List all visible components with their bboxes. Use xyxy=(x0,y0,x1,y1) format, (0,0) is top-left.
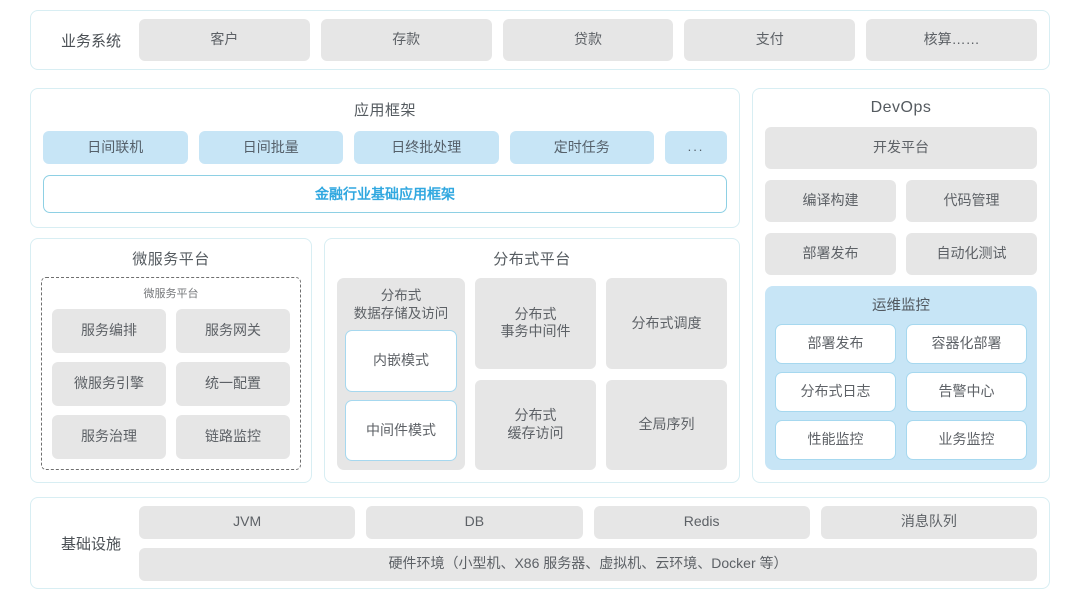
devops-panel: DevOps 开发平台 编译构建 代码管理 部署发布 自动化测试 运维监控 部署… xyxy=(752,88,1050,483)
application-framework-panel: 应用框架 日间联机 日间批量 日终批处理 定时任务 ... 金融行业基础应用框架 xyxy=(30,88,740,228)
lower-platform-row: 微服务平台 微服务平台 服务编排 服务网关 微服务引擎 统一配置 服务治理 链路… xyxy=(30,238,740,483)
framework-chip-daytime-batch[interactable]: 日间批量 xyxy=(198,131,343,164)
business-system-accounting[interactable]: 核算…… xyxy=(866,19,1037,61)
microservice-dashed-group: 微服务平台 服务编排 服务网关 微服务引擎 统一配置 服务治理 链路监控 xyxy=(41,277,301,470)
devops-pair-row-2: 部署发布 自动化测试 xyxy=(765,233,1037,275)
dist-card-0-line1: 分布式 xyxy=(514,305,557,322)
devops-item-deploy-release[interactable]: 部署发布 xyxy=(765,233,896,275)
ops-monitoring-grid: 部署发布 容器化部署 分布式日志 告警中心 性能监控 业务监控 xyxy=(775,324,1027,460)
microservice-item-tracing[interactable]: 链路监控 xyxy=(176,415,290,459)
microservice-item-gateway[interactable]: 服务网关 xyxy=(176,309,290,353)
business-system-payment[interactable]: 支付 xyxy=(684,19,856,61)
infrastructure-body: JVM DB Redis 消息队列 硬件环境（小型机、X86 服务器、虚拟机、云… xyxy=(139,505,1037,581)
microservice-item-governance[interactable]: 服务治理 xyxy=(52,415,166,459)
storage-title-line1: 分布式 xyxy=(380,288,422,303)
framework-chip-daytime-online[interactable]: 日间联机 xyxy=(43,131,188,164)
microservice-item-unified-config[interactable]: 统一配置 xyxy=(176,362,290,406)
infrastructure-item-message-queue[interactable]: 消息队列 xyxy=(820,505,1037,539)
infrastructure-panel: 基础设施 JVM DB Redis 消息队列 硬件环境（小型机、X86 服务器、… xyxy=(30,497,1050,589)
distributed-card-transaction-middleware[interactable]: 分布式 事务中间件 xyxy=(475,278,596,369)
distributed-data-storage-title: 分布式 数据存储及访问 xyxy=(345,287,457,322)
storage-mode-middleware[interactable]: 中间件模式 xyxy=(345,399,457,461)
ops-item-alert-center[interactable]: 告警中心 xyxy=(906,372,1027,412)
dist-card-0-line2: 事务中间件 xyxy=(500,323,571,340)
microservice-platform-title: 微服务平台 xyxy=(132,251,210,268)
distributed-data-storage-card[interactable]: 分布式 数据存储及访问 内嵌模式 中间件模式 xyxy=(337,278,465,470)
infrastructure-item-jvm[interactable]: JVM xyxy=(139,505,356,539)
business-systems-chip-row: 客户 存款 贷款 支付 核算…… xyxy=(139,19,1037,61)
infrastructure-item-redis[interactable]: Redis xyxy=(593,505,810,539)
application-framework-title: 应用框架 xyxy=(353,102,416,119)
infrastructure-item-db[interactable]: DB xyxy=(366,505,583,539)
devops-item-automated-testing[interactable]: 自动化测试 xyxy=(906,233,1037,275)
devops-title: DevOps xyxy=(870,99,932,116)
middle-section: 应用框架 日间联机 日间批量 日终批处理 定时任务 ... 金融行业基础应用框架… xyxy=(30,88,1050,483)
devops-column: DevOps 开发平台 编译构建 代码管理 部署发布 自动化测试 运维监控 部署… xyxy=(752,88,1050,483)
financial-base-framework-bar[interactable]: 金融行业基础应用框架 xyxy=(43,175,727,213)
distributed-card-cache-access[interactable]: 分布式 缓存访问 xyxy=(475,379,596,470)
distributed-card-global-sequence[interactable]: 全局序列 xyxy=(606,379,727,470)
framework-chip-more[interactable]: ... xyxy=(665,131,727,164)
devops-item-build[interactable]: 编译构建 xyxy=(765,180,896,222)
devops-item-dev-platform[interactable]: 开发平台 xyxy=(765,127,1037,169)
distributed-card-scheduling[interactable]: 分布式调度 xyxy=(606,278,727,369)
distributed-platform-body: 分布式 数据存储及访问 内嵌模式 中间件模式 分布式 事务中间件 xyxy=(337,278,727,470)
ops-monitoring-panel: 运维监控 部署发布 容器化部署 分布式日志 告警中心 性能监控 业务监控 xyxy=(765,286,1037,470)
storage-title-line2: 数据存储及访问 xyxy=(353,305,449,321)
storage-mode-embedded[interactable]: 内嵌模式 xyxy=(345,330,457,392)
devops-pair-row-1: 编译构建 代码管理 xyxy=(765,180,1037,222)
microservice-inner-title: 微服务平台 xyxy=(143,288,199,300)
ops-item-containerized-deploy[interactable]: 容器化部署 xyxy=(906,324,1027,364)
business-system-customer[interactable]: 客户 xyxy=(139,19,310,61)
ops-item-deploy-release[interactable]: 部署发布 xyxy=(775,324,896,364)
ops-item-distributed-logging[interactable]: 分布式日志 xyxy=(775,372,896,412)
microservice-item-engine[interactable]: 微服务引擎 xyxy=(52,362,166,406)
distributed-card-grid: 分布式 事务中间件 分布式调度 分布式 缓存访问 xyxy=(475,278,727,470)
infrastructure-label: 基础设施 xyxy=(60,535,121,553)
dist-card-2-line1: 分布式 xyxy=(514,407,557,424)
distributed-platform-panel: 分布式平台 分布式 数据存储及访问 内嵌模式 中间件模式 xyxy=(324,238,740,483)
middle-left-column: 应用框架 日间联机 日间批量 日终批处理 定时任务 ... 金融行业基础应用框架… xyxy=(30,88,740,483)
business-system-deposit[interactable]: 存款 xyxy=(320,19,492,61)
business-systems-label: 业务系统 xyxy=(60,32,121,50)
dist-card-2-line2: 缓存访问 xyxy=(507,424,564,441)
framework-chip-eod-batch[interactable]: 日终批处理 xyxy=(354,131,499,164)
ops-item-business-monitoring[interactable]: 业务监控 xyxy=(906,420,1027,460)
business-system-loan[interactable]: 贷款 xyxy=(502,19,674,61)
infrastructure-chip-row: JVM DB Redis 消息队列 xyxy=(139,505,1037,539)
ops-monitoring-title: 运维监控 xyxy=(872,298,930,314)
microservice-item-orchestration[interactable]: 服务编排 xyxy=(52,309,166,353)
devops-item-code-management[interactable]: 代码管理 xyxy=(906,180,1037,222)
ops-item-performance-monitoring[interactable]: 性能监控 xyxy=(775,420,896,460)
business-systems-panel: 业务系统 客户 存款 贷款 支付 核算…… xyxy=(30,10,1050,70)
distributed-platform-title: 分布式平台 xyxy=(493,251,571,268)
infrastructure-hardware-bar[interactable]: 硬件环境（小型机、X86 服务器、虚拟机、云环境、Docker 等） xyxy=(139,547,1037,581)
application-framework-chip-row: 日间联机 日间批量 日终批处理 定时任务 ... xyxy=(43,131,727,164)
microservice-platform-panel: 微服务平台 微服务平台 服务编排 服务网关 微服务引擎 统一配置 服务治理 链路… xyxy=(30,238,312,483)
microservice-item-grid: 服务编排 服务网关 微服务引擎 统一配置 服务治理 链路监控 xyxy=(52,309,290,459)
framework-chip-scheduled-task[interactable]: 定时任务 xyxy=(509,131,654,164)
